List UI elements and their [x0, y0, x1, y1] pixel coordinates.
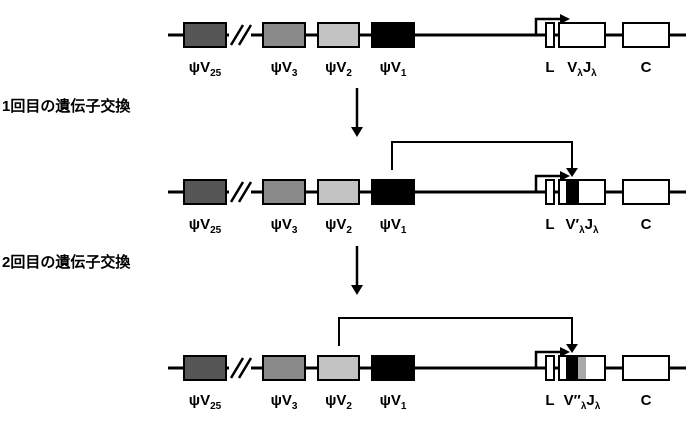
- gene-box-C: [622, 179, 670, 205]
- gene-label-psiV2: ψV2: [325, 392, 352, 412]
- gene-box-psiV2: [317, 179, 360, 205]
- step2-label: 2回目の遺伝子交換: [2, 254, 131, 271]
- gene-box-psiV2: [317, 355, 360, 381]
- step1-label: 1回目の遺伝子交換: [2, 98, 131, 115]
- gene-box-psiV3: [262, 22, 306, 48]
- line-break-icon: [229, 24, 253, 46]
- gene-label-psiV25: ψV25: [188, 216, 222, 236]
- gene-box-psiV2: [317, 22, 360, 48]
- gene-box-psiV25: [183, 179, 227, 205]
- gene-box-psiV25: [183, 355, 227, 381]
- line-break-icon: [229, 181, 253, 203]
- gene-box-VJ: [558, 22, 606, 48]
- converted-segment: [578, 357, 586, 379]
- gene-box-psiV1: [371, 179, 415, 205]
- gene-label-VJ: V′λJλ: [565, 216, 599, 236]
- gene-box-C: [622, 355, 670, 381]
- gene-label-C: C: [640, 216, 652, 233]
- gene-label-L: L: [545, 216, 555, 233]
- gene-label-psiV2: ψV2: [325, 59, 352, 79]
- gene-label-psiV25: ψV25: [188, 392, 222, 412]
- gene-label-VJ: V″λJλ: [563, 392, 601, 412]
- gene-box-psiV25: [183, 22, 227, 48]
- down-arrow-icon: [351, 246, 363, 295]
- gene-box-psiV1: [371, 355, 415, 381]
- gene-label-L: L: [545, 59, 555, 76]
- gene-label-VJ: VλJλ: [567, 59, 597, 79]
- gene-label-psiV2: ψV2: [325, 216, 352, 236]
- gene-label-psiV1: ψV1: [379, 216, 407, 236]
- gene-box-L: [545, 179, 555, 205]
- down-arrow-icon: [351, 88, 363, 137]
- gene-label-psiV3: ψV3: [270, 216, 298, 236]
- gene-box-VJ: [558, 355, 606, 381]
- gene-label-psiV3: ψV3: [270, 392, 298, 412]
- gene-label-L: L: [545, 392, 555, 409]
- converted-segment: [566, 181, 579, 203]
- gene-box-VJ: [558, 179, 606, 205]
- gene-box-C: [622, 22, 670, 48]
- gene-label-C: C: [640, 59, 652, 76]
- line-break-icon: [229, 357, 253, 379]
- gene-box-L: [545, 22, 555, 48]
- gene-box-psiV3: [262, 355, 306, 381]
- converted-segment: [566, 357, 578, 379]
- gene-box-psiV1: [371, 22, 415, 48]
- conversion-bracket-psiV2-to-V: [338, 317, 578, 353]
- gene-label-psiV1: ψV1: [379, 59, 407, 79]
- conversion-bracket-psiV1-to-V: [391, 141, 578, 177]
- gene-label-psiV3: ψV3: [270, 59, 298, 79]
- gene-box-psiV3: [262, 179, 306, 205]
- gene-label-C: C: [640, 392, 652, 409]
- gene-box-L: [545, 355, 555, 381]
- gene-label-psiV25: ψV25: [188, 59, 222, 79]
- gene-label-psiV1: ψV1: [379, 392, 407, 412]
